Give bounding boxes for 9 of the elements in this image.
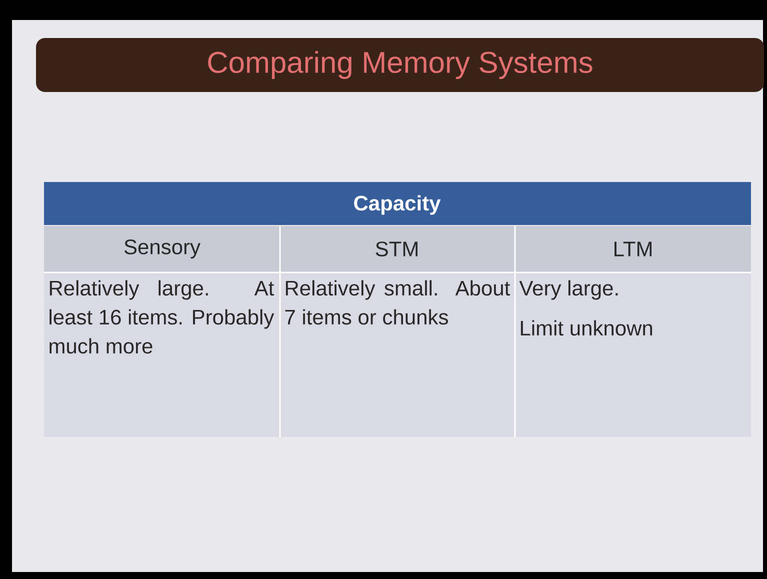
table-header: Capacity (354, 195, 441, 215)
table-cell-text: Relatively small. About 7 items or chunks (285, 280, 510, 325)
table-cell-text: Relatively large. At least 16 items. Probably much more (50, 280, 274, 354)
title-banner: Comparing Memory Systems (36, 38, 764, 92)
column-header: LTM (614, 242, 652, 256)
table-cell-text: Limit unknown (520, 320, 652, 336)
column-header: STM (376, 242, 418, 256)
column-header: Sensory (124, 240, 200, 259)
table-cell-text: Very large. (519, 280, 618, 300)
